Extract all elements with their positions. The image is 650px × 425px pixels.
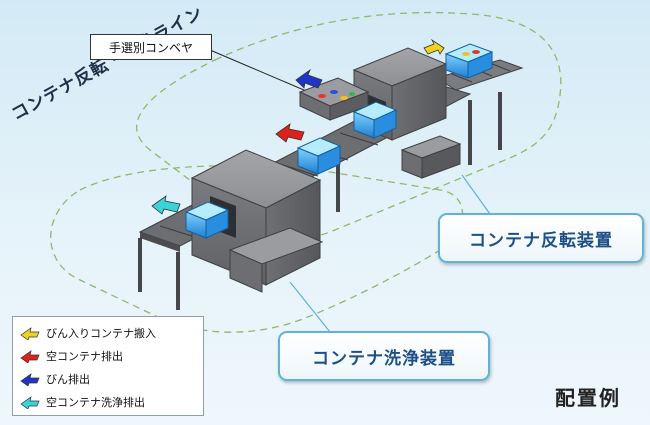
manual-conveyor-label: 手選別コンベヤ (90, 34, 212, 60)
container-mid (296, 137, 342, 175)
legend-label: びん排出 (46, 372, 90, 386)
inverter-leader-line (461, 174, 491, 215)
arrow-cyan-icon (20, 395, 40, 409)
wash-out-arrow-icon (151, 195, 181, 215)
bottle-out-arrow-icon (295, 68, 323, 89)
inverter-area-outline (136, 11, 562, 239)
washer-area-outline (50, 165, 463, 333)
container-inverter (352, 101, 398, 139)
legend: びん入りコンテナ搬入 空コンテナ排出 びん排出 空コンテナ洗浄排出 (12, 316, 204, 416)
container-infeed (444, 43, 494, 79)
inverter-callout: コンテナ反転装置 (438, 213, 644, 263)
legend-item: 空コンテナ排出 (19, 344, 197, 367)
arrow-red-icon (20, 349, 40, 363)
washer-machine (190, 149, 324, 293)
container-group (184, 43, 494, 239)
manual-leader-line (209, 49, 319, 97)
legend-item: びん排出 (19, 367, 197, 390)
washer-callout-text: コンテナ洗浄装置 (312, 348, 456, 369)
container-washer (184, 201, 230, 239)
legend-item: 空コンテナ洗浄排出 (19, 390, 197, 413)
washer-leader-line (289, 281, 331, 333)
example-caption: 配置例 (555, 386, 621, 410)
infeed-arrow-icon (423, 38, 445, 55)
legend-label: びん入りコンテナ搬入 (46, 326, 156, 340)
empty-out-arrow-icon (275, 123, 305, 143)
legend-label: 空コンテナ洗浄排出 (46, 395, 145, 409)
arrow-blue-icon (20, 372, 40, 386)
washer-callout: コンテナ洗浄装置 (278, 331, 490, 381)
inverter-callout-text: コンテナ反転装置 (469, 230, 613, 251)
legend-label: 空コンテナ排出 (46, 349, 123, 363)
arrow-yellow-icon (20, 326, 40, 340)
legend-item: びん入りコンテナ搬入 (19, 321, 197, 344)
flow-arrows (151, 38, 445, 215)
